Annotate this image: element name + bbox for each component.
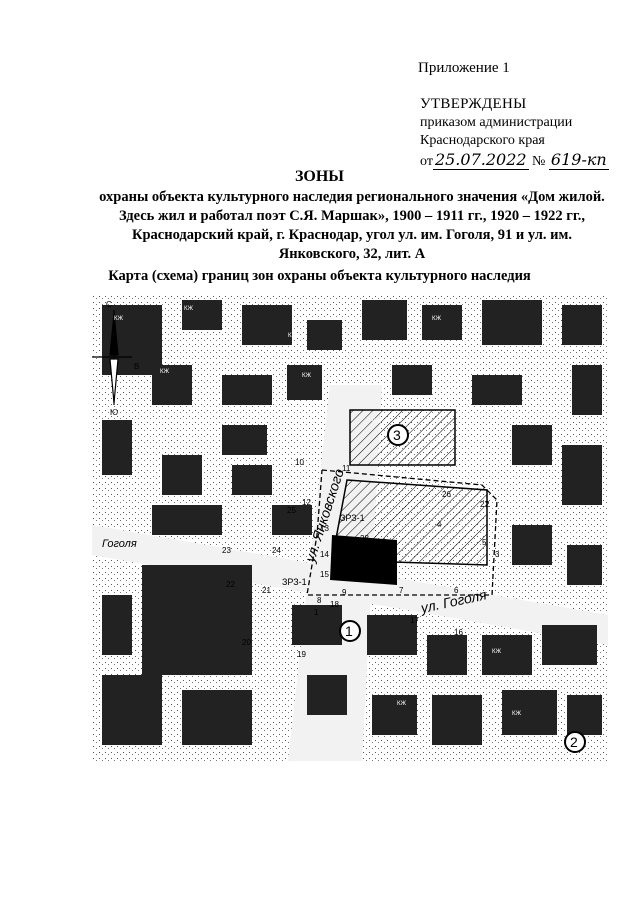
building-tag-kzh: КЖ xyxy=(184,306,193,312)
date-prefix: от xyxy=(420,154,433,169)
zone-circle-3 xyxy=(387,424,409,446)
building-tag-kzh: КЖ xyxy=(492,649,501,655)
building-tag-kzh: КЖ xyxy=(160,369,169,375)
building-blocks xyxy=(102,300,602,745)
point-label: 18 xyxy=(330,600,339,609)
street-gogol-area xyxy=(92,525,608,645)
building-tag-kzh: КЖ xyxy=(432,316,441,322)
zone-label-zrz1-a: ЗРЗ-1 xyxy=(340,513,365,523)
point-label: 24 xyxy=(272,546,281,555)
order-authority-line1: приказом администрации xyxy=(420,115,573,130)
point-label: 4 xyxy=(437,520,442,529)
point-label: 16 xyxy=(454,628,463,637)
building-tags: КЖ КЖ КЖ КЖ КЖ КЖ КЖ КЖ КЖ КЖ КЖ КЖ xyxy=(114,306,521,717)
zone-label-zrz1-b: ЗРЗ-1 xyxy=(282,577,307,587)
zone-circle-1 xyxy=(339,620,361,642)
approved-heading: УТВЕРЖДЕНЫ xyxy=(420,96,527,112)
point-label: 6 xyxy=(454,586,459,595)
street-label-gogol-left: Гоголя xyxy=(102,538,137,550)
order-date-handwritten: 25.07.2022 xyxy=(432,150,529,170)
point-label: 11 xyxy=(342,464,351,473)
order-number-handwritten: 619-кп xyxy=(548,150,609,170)
zone-circle-3-label: 3 xyxy=(393,427,401,443)
zone-circle-1-label: 1 xyxy=(345,623,353,639)
point-label: 15 xyxy=(320,570,329,579)
point-label: 3 xyxy=(495,550,500,559)
building-tag-kzh: КЖ xyxy=(114,316,123,322)
point-label: 5 xyxy=(482,538,487,547)
appendix-label: Приложение 1 xyxy=(418,60,510,76)
zone-circle-2 xyxy=(564,731,586,753)
point-label: 26 xyxy=(442,490,451,499)
building-tag-kzh: КЖ xyxy=(117,501,126,507)
point-label: 9 xyxy=(342,588,347,597)
point-label: 21 xyxy=(262,586,271,595)
point-label: 20 xyxy=(242,638,251,647)
order-authority-line2: Краснодарского края xyxy=(420,133,545,148)
zones-map: С В Ю ул. Янковского ул. Гоголя Гоголя З… xyxy=(92,295,608,761)
point-label: 19 xyxy=(297,650,306,659)
point-label: 2 xyxy=(485,500,490,509)
zone-boundary-line xyxy=(306,469,498,596)
point-label: 1 xyxy=(314,608,319,617)
building-tag-kzh: КЖ xyxy=(512,711,521,717)
zone-3-hatched xyxy=(349,409,456,466)
point-label: 14 xyxy=(320,550,329,559)
document-subtitle: охраны объекта культурного наследия реги… xyxy=(99,189,605,262)
compass-east: В xyxy=(134,362,139,371)
building-tag-kzh: КЖ xyxy=(372,419,381,425)
compass-rose xyxy=(92,310,132,405)
building-tag-kzh: КЖ xyxy=(302,373,311,379)
point-label: 28 xyxy=(360,534,369,543)
building-tag-kzh: КЖ xyxy=(472,446,481,452)
point-label: 22 xyxy=(226,580,235,589)
point-label: 25 xyxy=(287,506,296,515)
zone-circle-2-label: 2 xyxy=(570,734,578,750)
document-title: ЗОНЫ xyxy=(294,168,345,185)
point-label: 10 xyxy=(295,458,304,467)
point-label: 7 xyxy=(399,586,404,595)
heritage-object xyxy=(330,535,397,585)
building-tag-kzh: КЖ xyxy=(397,701,406,707)
building-tag-kzh: КЖ xyxy=(288,333,297,339)
point-label: 17 xyxy=(410,616,419,625)
point-label: 23 xyxy=(222,546,231,555)
number-prefix: № xyxy=(532,154,546,169)
point-label: 13 xyxy=(320,524,329,533)
point-label: 8 xyxy=(317,596,322,605)
compass-south: Ю xyxy=(110,408,118,417)
point-label: 12 xyxy=(302,498,311,507)
point-label: 27 xyxy=(480,500,489,509)
map-title: Карта (схема) границ зон охраны объекта … xyxy=(108,268,531,284)
compass-north: С xyxy=(106,300,112,309)
